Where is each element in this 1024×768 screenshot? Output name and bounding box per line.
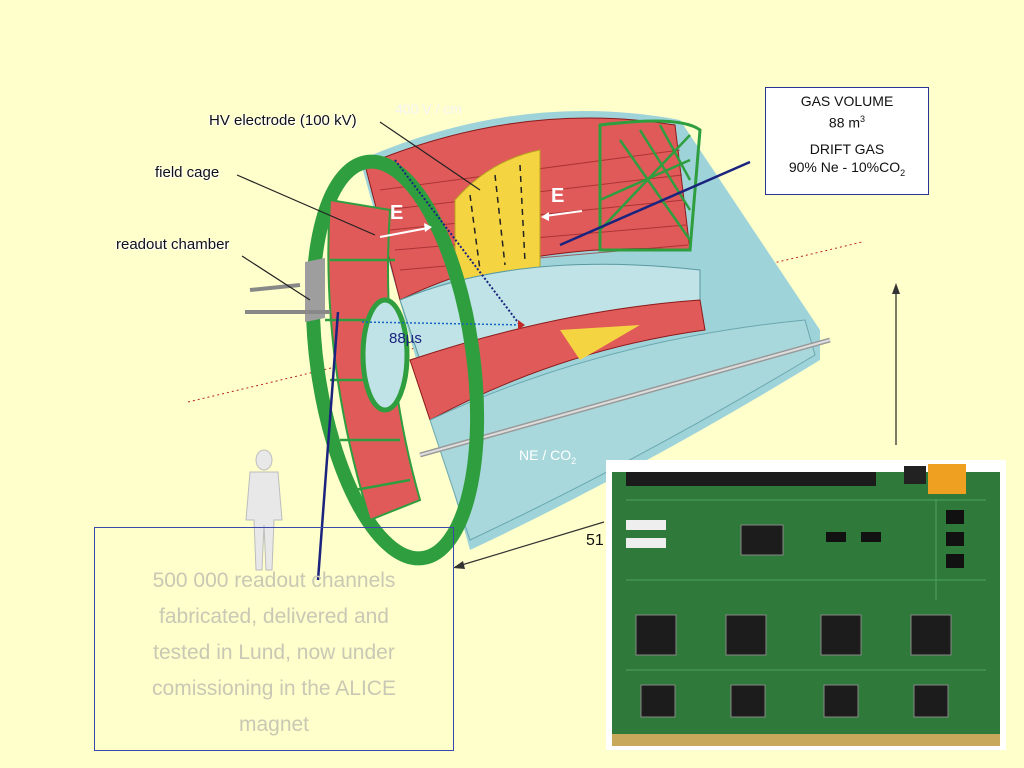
- gas-volume-value-row: 88 m3: [766, 110, 928, 132]
- e-field-arrow-left: [379, 227, 429, 238]
- pcb-label-sticker-2: [626, 538, 666, 548]
- drift-path-line: [394, 159, 521, 326]
- human-scale-figure: [245, 449, 283, 571]
- readout-pointer-line: [241, 255, 311, 301]
- readout-board-photo: [606, 460, 1006, 750]
- gas-volume-box: GAS VOLUME 88 m3 DRIFT GAS 90% Ne - 10%C…: [765, 87, 929, 195]
- e-field-arrow-right: [544, 210, 583, 217]
- gas-mixture-sub: 2: [571, 455, 577, 466]
- text-box-pointer: [316, 311, 340, 581]
- dimension-line-bottom: [454, 521, 605, 568]
- hv-electrode-label: HV electrode (100 kV): [209, 112, 357, 129]
- gas-volume-title: GAS VOLUME: [800, 93, 894, 109]
- e-field-label-right: E: [551, 185, 565, 207]
- lower-electrode-slice: [560, 325, 640, 360]
- field-cage-label: field cage: [155, 164, 220, 181]
- field-strength-label: 400 V / cm: [395, 101, 462, 117]
- gas-box-pointer: [559, 160, 751, 247]
- drift-time-label: 88µs: [389, 330, 422, 347]
- pcb-chips-bottom: [640, 684, 949, 718]
- gas-mixture-label: NE / CO2: [519, 447, 576, 466]
- readout-chamber-block: [305, 258, 325, 322]
- drift-distance-line: [361, 321, 526, 326]
- electrode-dashes: [469, 164, 526, 271]
- pcb-orange-connector: [928, 464, 966, 494]
- hv-pointer-line: [379, 121, 481, 191]
- spoke-lines: [599, 124, 692, 241]
- inner-bore: [360, 297, 410, 413]
- dimension-label: 51: [586, 532, 604, 549]
- front-vessel: [429, 319, 816, 541]
- readout-channels-textbox: 500 000 readout channels fabricated, del…: [94, 527, 454, 751]
- e-arrow-head-left: [424, 223, 432, 232]
- gas-mixture-text: NE / CO: [519, 447, 572, 463]
- pcb-label-sticker: [626, 520, 666, 530]
- drift-gas-value: 90% Ne - 10%CO: [788, 158, 901, 175]
- readout-chamber-label: readout chamber: [116, 236, 230, 253]
- gas-volume-unit-sup: 3: [860, 114, 866, 124]
- drift-gas-sub: 2: [900, 167, 906, 178]
- support-rod-highlight: [419, 339, 831, 456]
- pcb-chips-top: [635, 614, 952, 656]
- arrow-head-bottom: [453, 561, 465, 569]
- pcb-small-connector: [904, 466, 926, 484]
- drift-gas-title: DRIFT GAS: [809, 140, 885, 157]
- pcb-top-connector: [626, 472, 876, 486]
- green-end-plate: [305, 154, 485, 566]
- drift-arrow-head: [518, 320, 525, 330]
- e-field-label-left: E: [390, 202, 404, 224]
- pcb-small-components: [826, 510, 964, 568]
- pcb-center-chip: [740, 524, 784, 556]
- left-rails: [245, 283, 330, 314]
- e-arrow-head-right: [541, 212, 549, 221]
- hv-electrode-disk: [454, 149, 541, 283]
- pcb-edge-connector: [612, 734, 1000, 746]
- arrow-head-up: [892, 283, 900, 294]
- drift-gas-value-row: 90% Ne - 10%CO2: [766, 158, 928, 182]
- end-spokes: [598, 119, 702, 252]
- pcb-traces: [626, 499, 986, 671]
- gas-volume-value: 88 m: [828, 114, 861, 131]
- field-cage-pointer-line: [236, 174, 376, 236]
